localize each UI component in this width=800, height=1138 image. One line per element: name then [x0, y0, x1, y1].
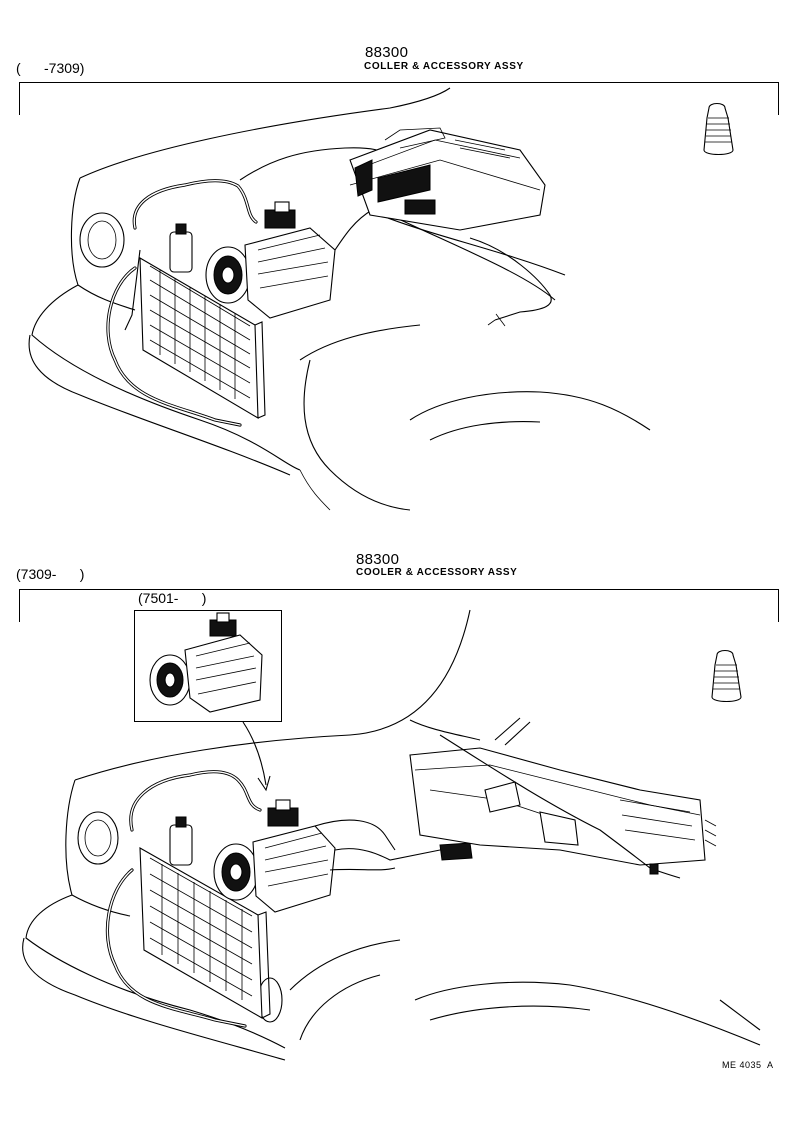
- lower-compressor: [213, 799, 336, 913]
- lower-drier-part: [711, 649, 742, 703]
- upper-cooling-unit: [349, 127, 546, 231]
- section2-date-range: (7309- ): [16, 566, 85, 582]
- lower-condenser: [139, 847, 271, 1019]
- section2-part-number: 88300: [356, 551, 400, 568]
- upper-suction-hose: [132, 179, 258, 230]
- upper-headlight: [79, 212, 125, 268]
- section2-bracket: [19, 589, 779, 622]
- lower-cooling-unit: [409, 717, 717, 879]
- section1-description: COLLER & ACCESSORY ASSY: [364, 61, 524, 72]
- inset-pointer-arrow: [242, 721, 267, 786]
- inset-date-range: (7501- ): [138, 590, 207, 606]
- upper-vehicle-illustration: [28, 87, 651, 511]
- lower-suction-hose: [129, 770, 262, 832]
- upper-condenser: [139, 257, 266, 419]
- upper-drier-part: [703, 102, 734, 156]
- section2-description: COOLER & ACCESSORY ASSY: [356, 567, 518, 578]
- section1-part-number: 88300: [365, 44, 409, 61]
- figure-code: ME 4035 A: [722, 1060, 774, 1070]
- lower-headlight: [77, 811, 119, 865]
- upper-receiver-dryer: [169, 223, 193, 273]
- inset-compressor-illustration: [149, 612, 263, 713]
- upper-hood-outline: [79, 87, 451, 179]
- section1-date-range: ( -7309): [16, 60, 85, 76]
- upper-compressor: [205, 201, 336, 319]
- lower-vehicle-illustration: [22, 609, 761, 1061]
- lower-hood-outline: [74, 609, 471, 781]
- section1-bracket: [19, 82, 779, 115]
- lower-receiver-dryer: [169, 816, 193, 866]
